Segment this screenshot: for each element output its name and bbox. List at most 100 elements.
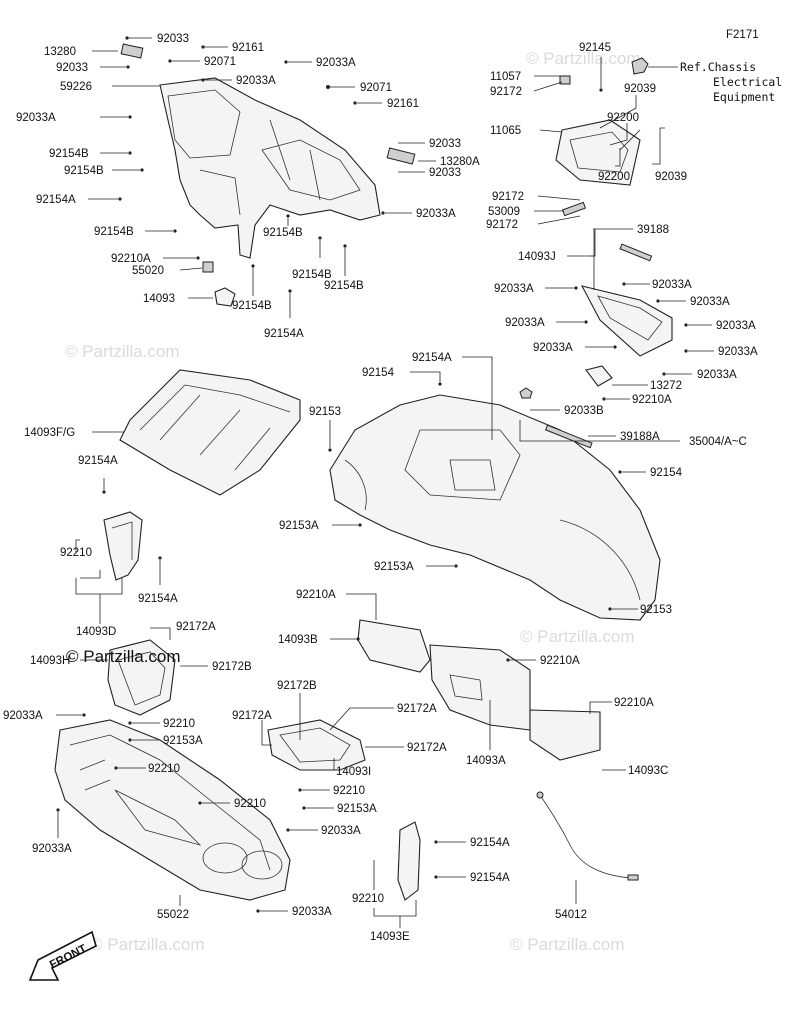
callout-14093h: 14093H xyxy=(30,655,70,667)
side-cover-14093d-part xyxy=(103,511,143,581)
callout-14093j: 14093J xyxy=(518,251,556,263)
callout-92033a: 92033A xyxy=(505,317,545,329)
callout-11057: 11057 xyxy=(490,71,521,83)
callout-92033a: 92033A xyxy=(416,208,456,220)
callout-11065: 11065 xyxy=(490,125,521,137)
hood-panel-part xyxy=(119,369,301,496)
ref-note-line-1: Ref.Chassis xyxy=(680,60,756,74)
callout-92172b: 92172B xyxy=(212,661,252,673)
side-cover-14093e-part xyxy=(397,821,421,901)
callout-92033a: 92033A xyxy=(16,112,56,124)
seal-39188-part xyxy=(619,243,653,262)
callout-92172a: 92172A xyxy=(232,710,272,722)
callout-92172: 92172 xyxy=(486,219,518,231)
duct-14093h-part xyxy=(107,639,176,716)
callout-92154b: 92154B xyxy=(49,148,89,160)
inner-panel-14093a-part xyxy=(429,644,531,731)
callout-59226: 59226 xyxy=(60,81,92,93)
callout-92172a: 92172A xyxy=(176,621,216,633)
callout-14093f-g: 14093F/G xyxy=(24,427,75,439)
glove-box-lid-part xyxy=(555,75,641,217)
watermark: © Partzilla.com xyxy=(510,935,625,954)
callout-13272: 13272 xyxy=(650,380,682,392)
callout-92210a: 92210A xyxy=(540,655,580,667)
callout-92154a: 92154A xyxy=(412,352,452,364)
callout-92033a: 92033A xyxy=(533,342,573,354)
callout-92033a: 92033A xyxy=(316,57,356,69)
callout-92210a: 92210A xyxy=(111,253,151,265)
callout-39188: 39188 xyxy=(637,224,669,236)
callout-92145: 92145 xyxy=(579,42,611,54)
callout-55022: 55022 xyxy=(157,909,189,921)
callout-92039: 92039 xyxy=(655,171,687,183)
hood-cable-54012-part xyxy=(536,791,639,881)
callout-92210: 92210 xyxy=(148,763,180,775)
nut-55020-part xyxy=(202,261,214,273)
callout-14093b: 14093B xyxy=(278,634,318,646)
callout-layer: 92033 13280 92161 92033 92071 92033A 920… xyxy=(3,33,758,943)
callout-92154a: 92154A xyxy=(470,837,510,849)
callout-92033a: 92033A xyxy=(716,320,756,332)
callout-92153a: 92153A xyxy=(163,735,203,747)
brand-overlay: © Partzilla.com xyxy=(66,647,181,666)
latch-11057-part xyxy=(559,75,571,85)
watermark: © Partzilla.com xyxy=(65,342,180,361)
front-fender-body-part xyxy=(329,394,661,621)
callout-92033a: 92033A xyxy=(494,283,534,295)
callout-92033: 92033 xyxy=(429,138,461,150)
duct-14093i-part xyxy=(267,719,366,771)
cover-14093j-part xyxy=(580,243,673,387)
reference-note: Ref.Chassis Electrical Equipment xyxy=(631,57,782,104)
callout-92154a: 92154A xyxy=(138,593,178,605)
callout-92033a: 92033A xyxy=(321,825,361,837)
callout-92039: 92039 xyxy=(624,83,656,95)
callout-92033: 92033 xyxy=(56,62,88,74)
callout-92033b: 92033B xyxy=(564,405,604,417)
callout-92154a: 92154A xyxy=(78,455,118,467)
callout-92210a: 92210A xyxy=(632,394,672,406)
callout-54012: 54012 xyxy=(555,909,587,921)
connector-icon xyxy=(631,57,649,75)
watermark: © Partzilla.com xyxy=(526,49,641,68)
ref-note-line-2: Electrical xyxy=(713,75,782,89)
callout-92071: 92071 xyxy=(204,56,236,68)
ref-note-line-3: Equipment xyxy=(713,90,775,104)
bracket-14093-part xyxy=(214,287,236,307)
callout-92033: 92033 xyxy=(157,33,189,45)
callout-92210: 92210 xyxy=(163,718,195,730)
watermark-layer: © Partzilla.com © Partzilla.com © Partzi… xyxy=(65,49,641,954)
seal-39188a-part xyxy=(544,424,593,449)
callout-92154a: 92154A xyxy=(36,194,76,206)
callout-92154a: 92154A xyxy=(470,872,510,884)
callout-92154b: 92154B xyxy=(263,227,303,239)
callout-55020: 55020 xyxy=(132,265,164,277)
callout-14093c: 14093C xyxy=(628,765,668,777)
callout-14093a: 14093A xyxy=(466,755,506,767)
callout-92153a: 92153A xyxy=(374,561,414,573)
callout-92154b: 92154B xyxy=(94,226,134,238)
front-direction-arrow: FRONT xyxy=(28,930,97,981)
clip-92033b-part xyxy=(519,387,533,399)
callout-92154a: 92154A xyxy=(264,328,304,340)
callout-92210a: 92210A xyxy=(614,697,654,709)
callout-92033a: 92033A xyxy=(697,369,737,381)
clip-13280-part xyxy=(120,43,144,59)
brand-text: © Partzilla.com xyxy=(66,647,181,666)
callout-53009: 53009 xyxy=(488,206,520,218)
callout-14093: 14093 xyxy=(143,293,175,305)
callout-92154b: 92154B xyxy=(324,280,364,292)
callout-92210: 92210 xyxy=(234,798,266,810)
callout-92172: 92172 xyxy=(492,191,524,203)
callout-92153: 92153 xyxy=(309,406,341,418)
callout-92172a: 92172A xyxy=(407,742,447,754)
callout-92153a: 92153A xyxy=(279,520,319,532)
callout-92154b: 92154B xyxy=(232,300,272,312)
callout-92210: 92210 xyxy=(60,547,92,559)
callout-92071: 92071 xyxy=(360,82,392,94)
callout-92200: 92200 xyxy=(598,171,630,183)
dashboard-panel-part xyxy=(120,43,416,307)
callout-92172: 92172 xyxy=(490,86,522,98)
callout-92210a: 92210A xyxy=(296,589,336,601)
callout-39188a: 39188A xyxy=(620,431,660,443)
